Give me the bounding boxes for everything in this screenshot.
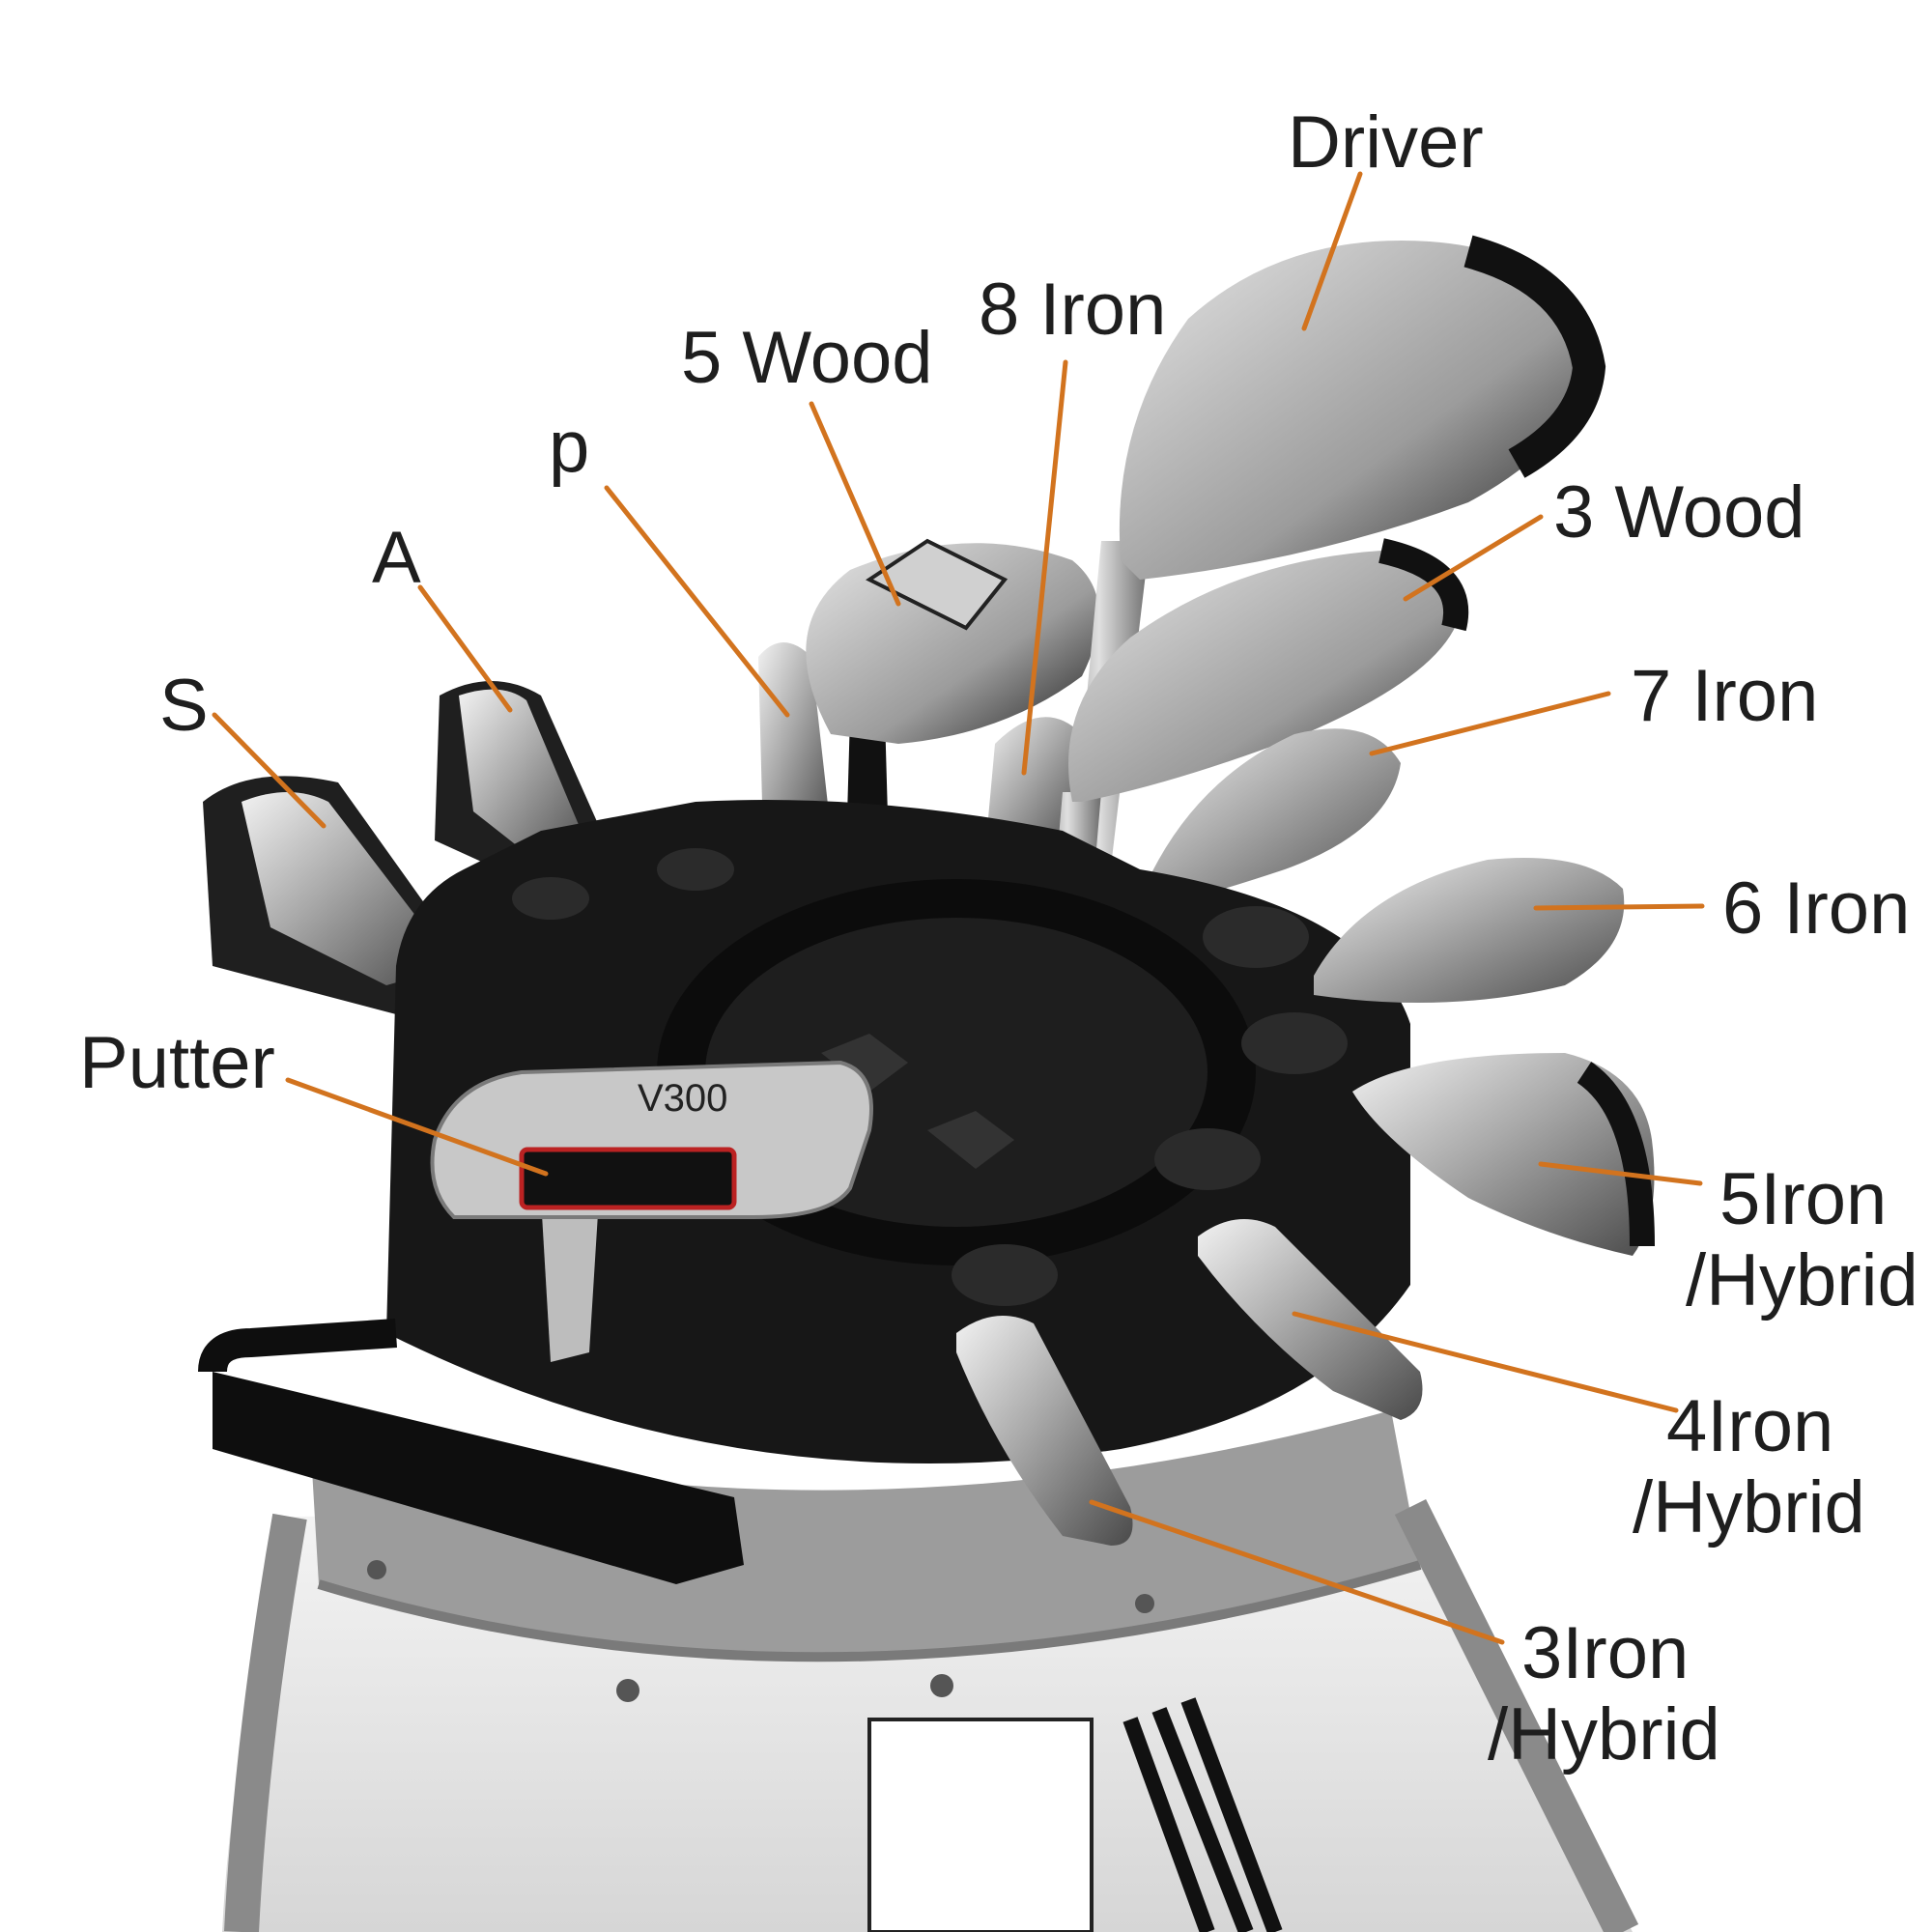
club-3-iron-hybrid [956, 1316, 1133, 1546]
club-5-iron-hybrid [1352, 1053, 1655, 1256]
label-putter: Putter [79, 1022, 275, 1104]
leader-line-3-wood [1403, 514, 1544, 602]
label-4-iron-line1: 4Iron [1666, 1385, 1834, 1467]
club-6-iron [1314, 858, 1625, 1003]
leader-line-driver [1301, 171, 1363, 331]
leader-line-7-iron [1369, 691, 1611, 756]
label-3-iron-hybrid: 3Iron /Hybrid [1488, 1613, 1720, 1775]
label-driver: Driver [1288, 101, 1484, 184]
label-5-iron-line2: /Hybrid [1686, 1238, 1918, 1321]
label-4-iron-hybrid: 4Iron /Hybrid [1633, 1386, 1865, 1548]
label-3-iron-line2: /Hybrid [1488, 1692, 1720, 1776]
label-5-wood: 5 Wood [681, 317, 933, 399]
label-a: A [372, 517, 421, 599]
club-putter: V300 [430, 1060, 873, 1362]
label-7-iron: 7 Iron [1631, 655, 1819, 737]
label-4-iron-line2: /Hybrid [1633, 1465, 1865, 1548]
leader-lines [212, 171, 1705, 1645]
leader-line-5-wood [809, 401, 901, 607]
label-8-iron: 8 Iron [979, 269, 1167, 351]
label-s: S [159, 665, 209, 747]
golf-bag [222, 1410, 1639, 1932]
leader-line-putter [285, 1077, 549, 1177]
leader-line-5-iron [1538, 1161, 1703, 1186]
leader-line-3-iron [1089, 1499, 1505, 1645]
club-7-iron [1140, 728, 1401, 908]
leader-line-s [212, 712, 327, 829]
label-3-wood: 3 Wood [1553, 471, 1805, 554]
leader-line-a [417, 584, 513, 713]
leader-line-8-iron [1021, 359, 1068, 776]
leader-line-p [604, 485, 790, 718]
putter-brand-text: V300 [638, 1077, 727, 1120]
label-6-iron: 6 Iron [1722, 867, 1911, 950]
label-5-iron-line1: 5Iron [1719, 1158, 1888, 1240]
club-8-iron [985, 717, 1082, 850]
leader-line-6-iron [1533, 903, 1705, 911]
label-5-iron-hybrid: 5Iron /Hybrid [1686, 1159, 1918, 1321]
label-p: p [549, 406, 590, 488]
leader-line-4-iron [1292, 1311, 1679, 1413]
label-3-iron-line1: 3Iron [1521, 1612, 1690, 1694]
